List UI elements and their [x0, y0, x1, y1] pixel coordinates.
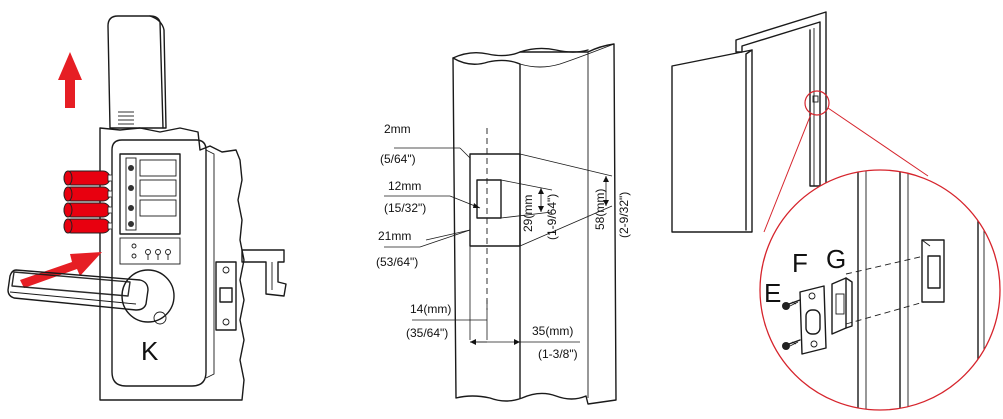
label-k: K — [141, 336, 159, 366]
dim-58mm: 58(mm) — [593, 189, 607, 230]
lock-body — [111, 139, 215, 387]
door-slab — [99, 127, 245, 401]
dim-2mm-inch: (5/64") — [380, 152, 416, 166]
dim-21mm-inch: (53/64") — [376, 255, 418, 269]
handle-hub — [121, 269, 175, 323]
battery-cover — [107, 15, 167, 129]
screw — [782, 339, 801, 350]
keypad-panel — [119, 237, 181, 265]
battery — [63, 202, 113, 218]
callout-circle — [804, 90, 830, 116]
door-frame — [735, 11, 827, 187]
battery — [63, 170, 113, 186]
door-edge-block — [452, 43, 617, 405]
dim-58mm-inch: (2-9/32") — [617, 192, 631, 238]
batteries — [63, 170, 113, 234]
battery-compartment — [119, 153, 181, 235]
dim-14mm-inch: (35/64") — [406, 326, 448, 340]
strike-detail-zoom: E F G — [759, 169, 1001, 411]
edge-plate — [215, 261, 237, 331]
dim-14mm: 14(mm) — [410, 302, 451, 316]
label-e: E — [764, 278, 781, 308]
battery-install-panel: K — [7, 15, 287, 401]
door-leaf — [671, 49, 753, 233]
dim-2mm: 2mm — [384, 122, 411, 136]
dim-35mm-inch: (1-3/8") — [538, 347, 578, 361]
label-g: G — [826, 244, 846, 274]
strike-plate-f — [799, 285, 827, 355]
strike-box-g — [831, 277, 853, 335]
red-up-arrow — [58, 52, 82, 108]
dim-29mm-inch: (1-9/64") — [545, 194, 559, 240]
label-f: F — [792, 248, 808, 278]
dim-12mm-inch: (15/32") — [384, 201, 426, 215]
red-insert-arrow — [20, 252, 102, 288]
lever-handle — [7, 269, 149, 311]
mortise-outline — [469, 153, 521, 247]
dim-21mm: 21mm — [378, 229, 411, 243]
dim-35mm: 35(mm) — [532, 324, 573, 338]
battery — [63, 218, 113, 234]
battery — [63, 186, 113, 202]
dim-12mm: 12mm — [388, 179, 421, 193]
door-frame-panel: E F G — [671, 11, 1001, 411]
screw — [782, 299, 801, 310]
door-edge-dimension-panel: 2mm (5/64") 12mm (15/32") 21mm (53/64") … — [376, 43, 631, 405]
dim-29mm: 29(mm — [521, 195, 535, 232]
